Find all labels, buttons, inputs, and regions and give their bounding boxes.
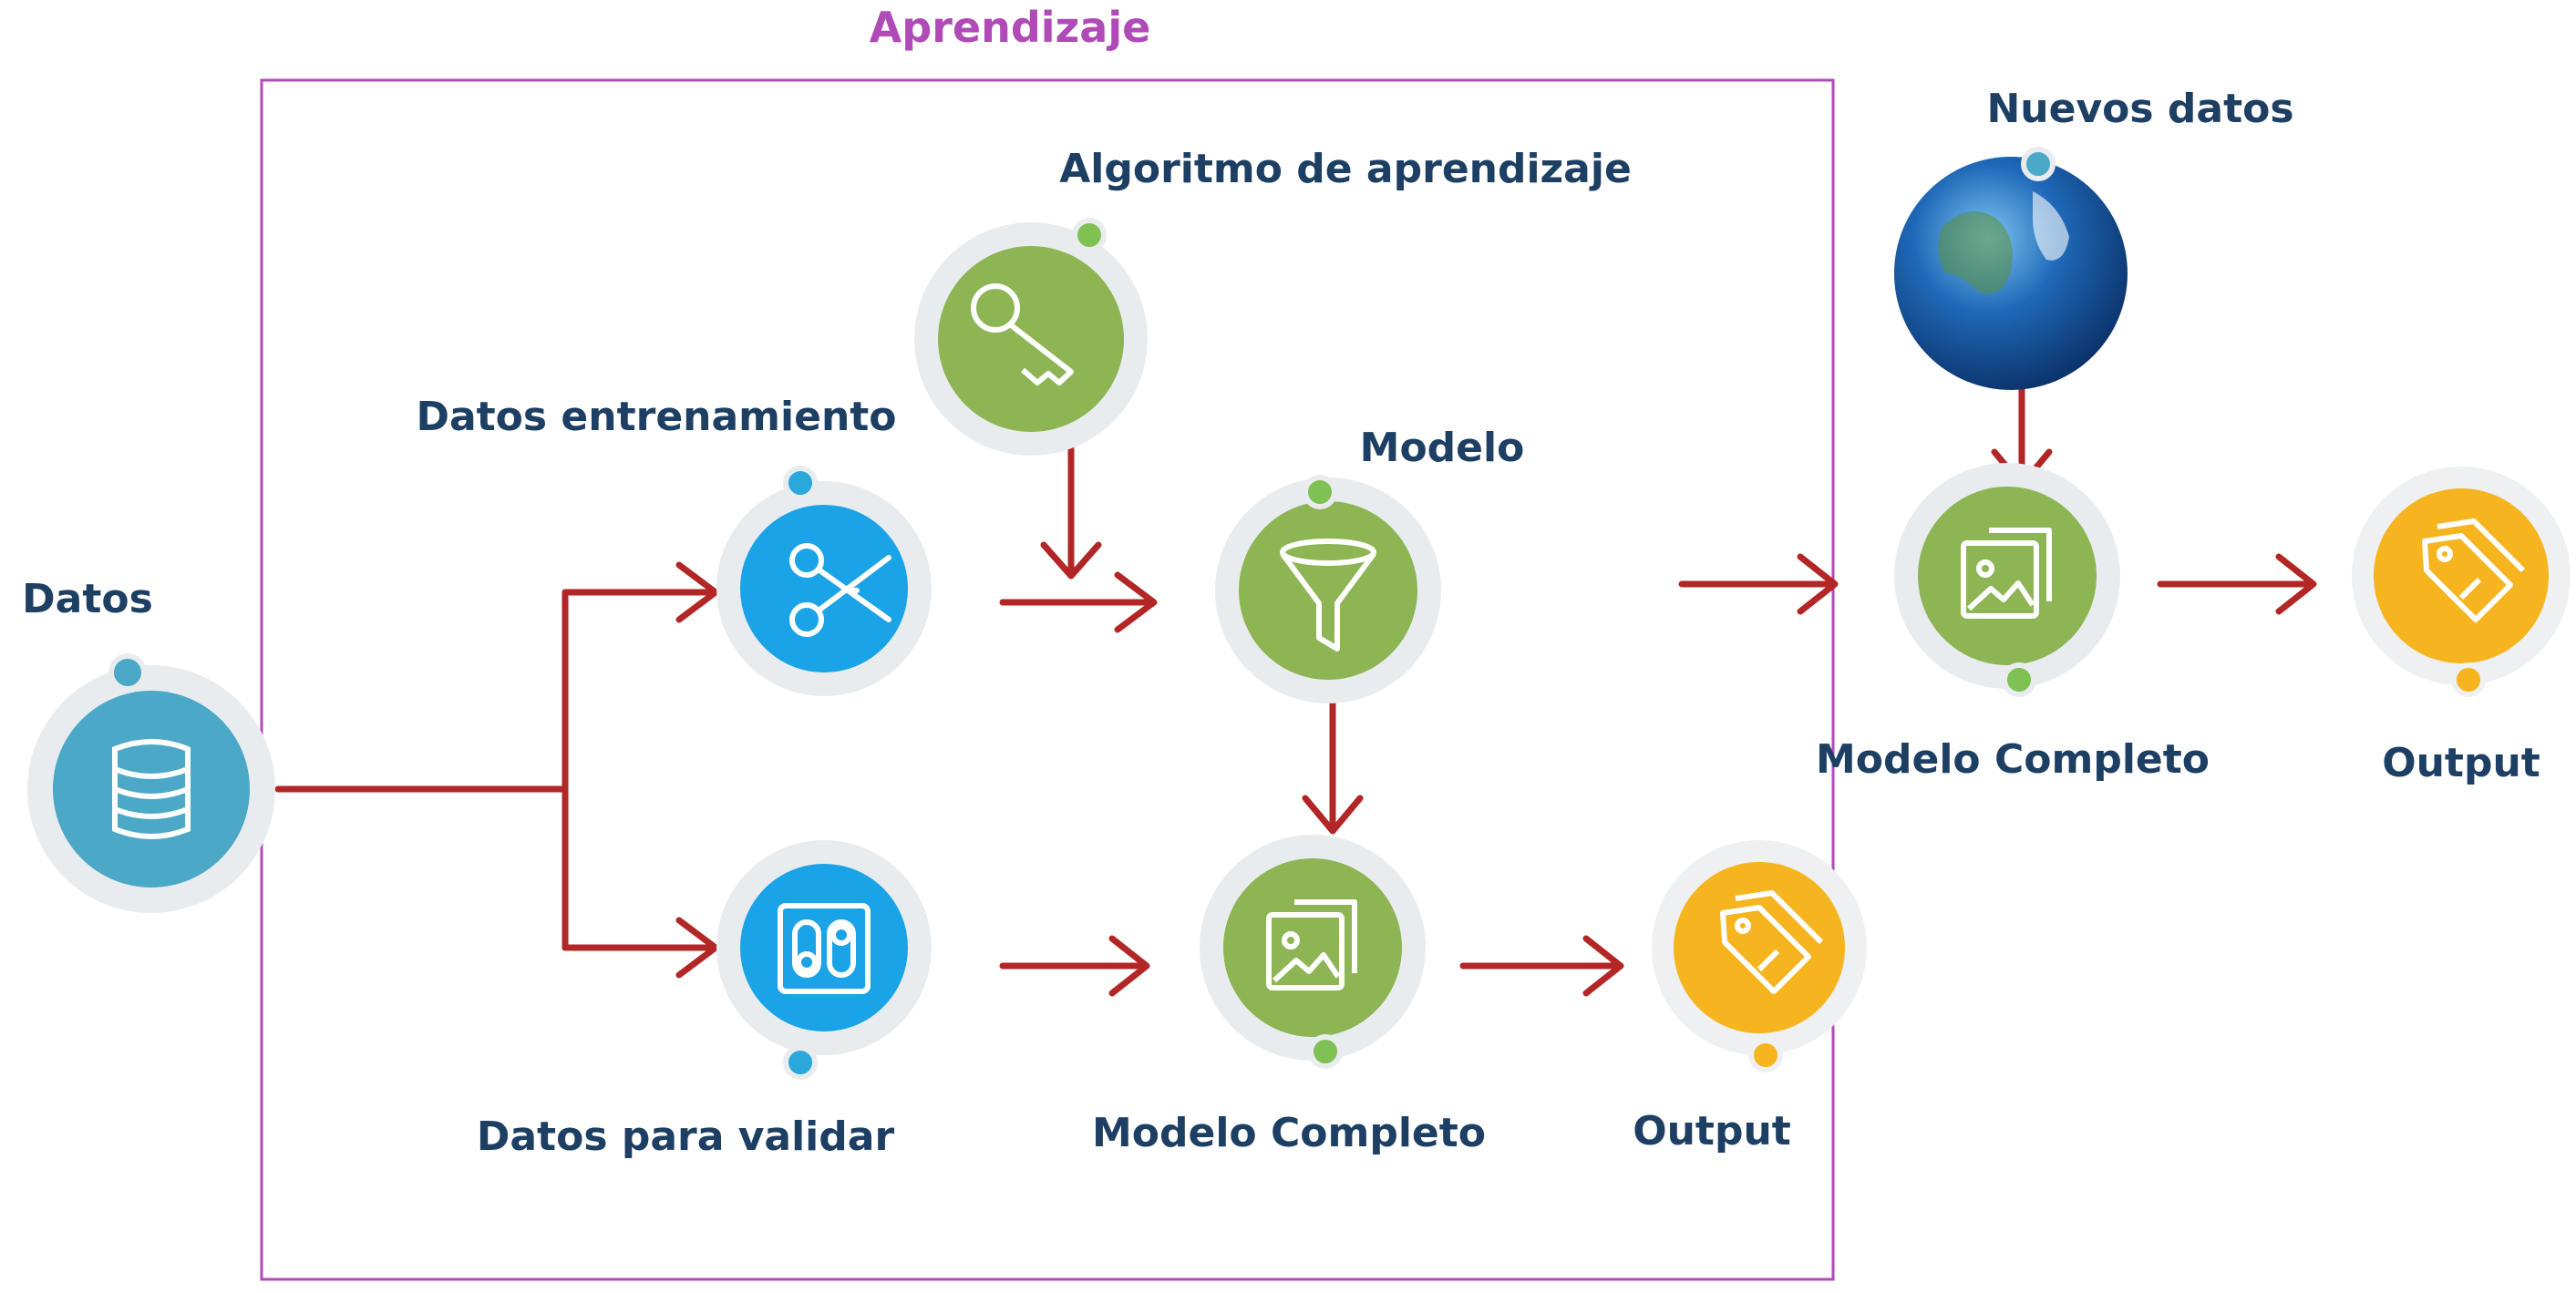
label-output-bottom: Output — [1633, 1108, 1791, 1154]
arrowhead-entrenamiento — [675, 561, 719, 623]
dot-algoritmo — [1072, 218, 1107, 252]
tag-icon — [2422, 518, 2526, 622]
label-datos: Datos — [22, 576, 153, 622]
dot-output-right — [2451, 662, 2486, 697]
dot-nuevos-datos — [2021, 147, 2056, 181]
switches-icon — [778, 903, 871, 994]
arrowhead-right-output — [2275, 553, 2317, 615]
database-icon — [112, 739, 191, 839]
aprendizaje-frame — [260, 78, 1835, 1281]
arrowhead-validar — [675, 917, 719, 979]
node-modelo-completo-right: Modelo Completo — [1816, 463, 2210, 783]
tag-icon — [1720, 890, 1824, 994]
label-modelo-completo-bottom: Modelo Completo — [1092, 1110, 1486, 1156]
arrowhead-algoritmo — [1040, 541, 1102, 580]
globe-landmass — [1938, 211, 2013, 294]
arrowhead-modelo — [1114, 571, 1158, 633]
node-datos-validar: Datos para validar — [477, 840, 932, 1160]
dot-modelo — [1303, 475, 1337, 509]
label-datos-validar: Datos para validar — [477, 1113, 895, 1160]
key-icon — [971, 283, 1074, 385]
node-nuevos-datos: Nuevos datos — [1894, 86, 2294, 390]
connectors — [274, 372, 2317, 997]
label-nuevos-datos: Nuevos datos — [1986, 86, 2293, 132]
label-datos-entrenamiento: Datos entrenamiento — [416, 394, 896, 440]
label-modelo-completo-right: Modelo Completo — [1816, 736, 2210, 783]
dot-entrenamiento — [783, 466, 818, 500]
dot-output-bottom — [1748, 1038, 1783, 1072]
node-datos-entrenamiento: Datos entrenamiento — [416, 394, 932, 696]
node-algoritmo: Algoritmo de aprendizaje — [914, 146, 1632, 456]
funnel-icon — [1280, 539, 1376, 652]
node-output-right: Output — [2352, 467, 2571, 786]
dot-validar — [783, 1045, 818, 1080]
aprendizaje-title: Aprendizaje — [870, 3, 1151, 52]
globe-icon — [1894, 157, 2128, 390]
arrowhead-right-completo — [1797, 553, 1839, 615]
node-output-bottom: Output — [1633, 840, 1867, 1154]
label-algoritmo: Algoritmo de aprendizaje — [1059, 146, 1632, 192]
images-icon — [1961, 528, 2052, 619]
arrowhead-modelo-completo — [1302, 795, 1364, 835]
dot-modelo-completo-bottom — [1308, 1034, 1343, 1069]
label-modelo: Modelo — [1360, 425, 1525, 471]
node-datos: Datos — [22, 576, 275, 913]
dot-modelo-completo-right — [2002, 662, 2036, 697]
arrowhead-output — [1582, 935, 1624, 997]
dot-datos — [108, 653, 147, 692]
node-modelo: Modelo — [1215, 425, 1524, 703]
node-modelo-completo-bottom: Modelo Completo — [1092, 835, 1486, 1156]
images-icon — [1266, 899, 1357, 990]
label-output-right: Output — [2382, 740, 2540, 786]
arrowhead-completo — [1108, 935, 1150, 997]
scissors-icon — [789, 543, 891, 637]
